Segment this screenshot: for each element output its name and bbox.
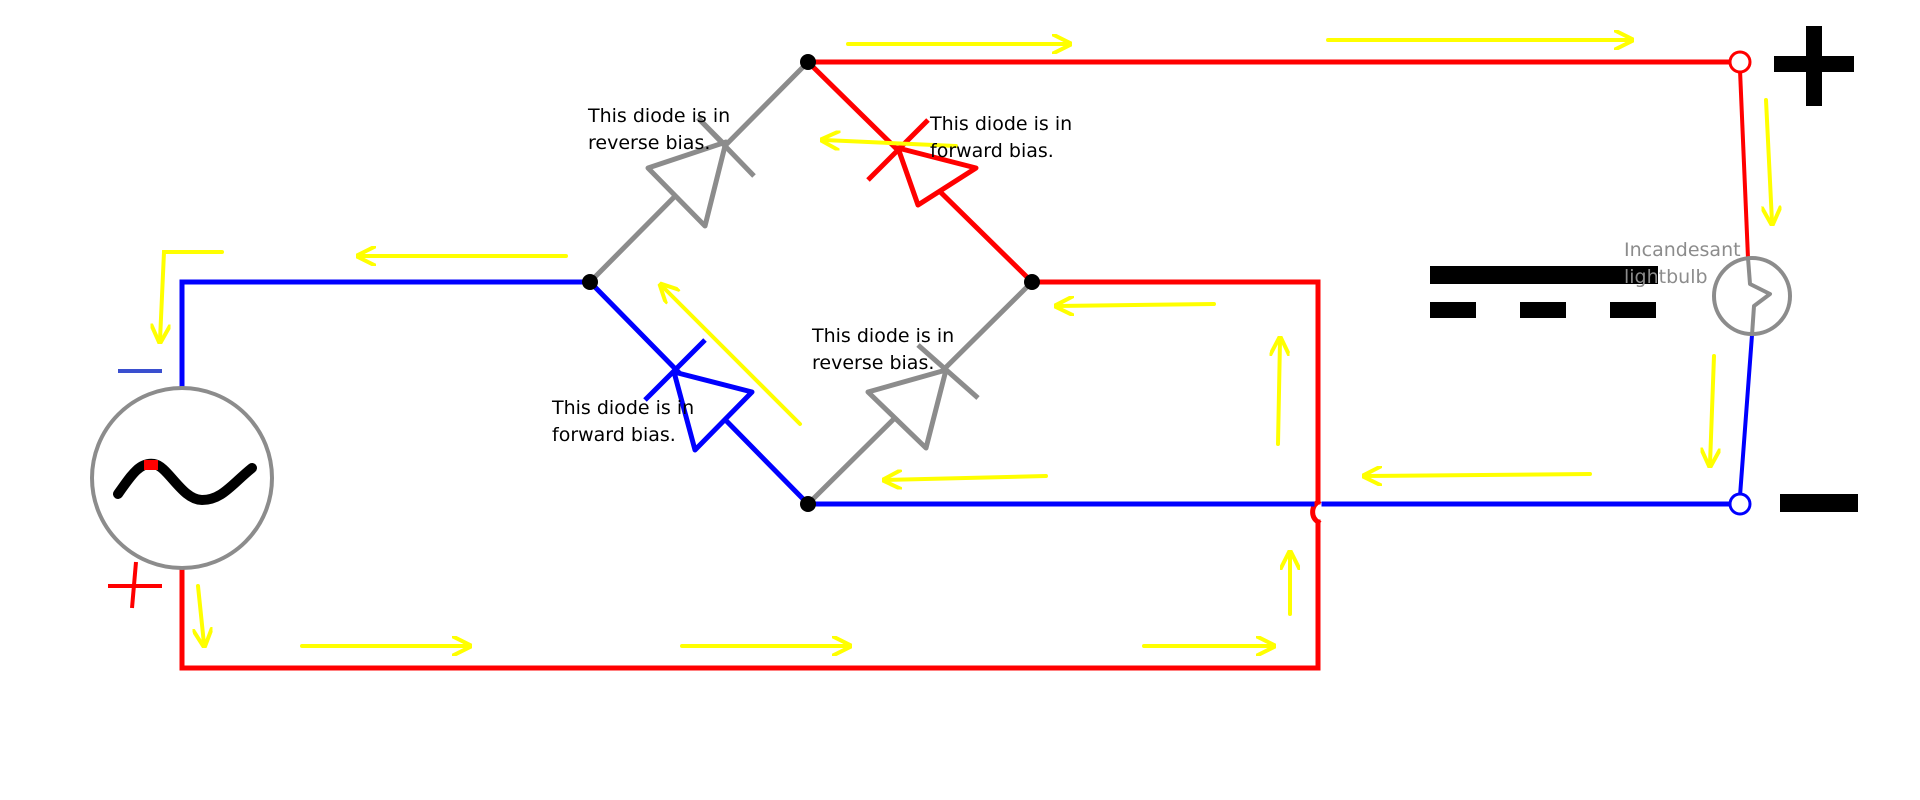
current-arrow: [824, 140, 958, 146]
label-diode-bottom-right: This diode is in reverse bias.: [811, 325, 960, 374]
plus-sign-icon: [1774, 26, 1854, 106]
label-diode-top-left: This diode is in reverse bias.: [587, 105, 736, 154]
sine-wave-marker: [144, 460, 158, 470]
filament-icon: [1746, 257, 1772, 336]
label-line: Incandesant: [1624, 239, 1741, 261]
labels: This diode is in reverse bias. This diod…: [551, 105, 1747, 446]
wire-left-negative: [179, 279, 593, 389]
diode-bottom-left: [643, 338, 755, 453]
current-arrow: [198, 584, 204, 644]
label-line: forward bias.: [552, 424, 676, 446]
ac-source: [90, 369, 274, 609]
label-line: forward bias.: [930, 140, 1054, 162]
diode-bottom-right: [865, 343, 980, 451]
ac-source-body: [90, 386, 274, 570]
label-line: This diode is in: [551, 397, 694, 419]
junction-bottom: [800, 496, 816, 512]
wire-bulb-positive-lead: [1737, 67, 1751, 261]
label-line: reverse bias.: [812, 352, 934, 374]
terminal-positive: [1728, 50, 1752, 74]
label-line: lightbulb: [1624, 266, 1708, 288]
dc-symbol-icon: [1430, 266, 1658, 318]
diode-top-left: [645, 116, 756, 229]
wire-bottom-positive: [179, 519, 1321, 671]
wires: [179, 59, 1755, 671]
sine-wave-icon: [113, 458, 257, 506]
label-line: This diode is in: [929, 113, 1072, 135]
minus-sign-icon: [1780, 494, 1858, 512]
label-line: reverse bias.: [588, 132, 710, 154]
ac-plus-icon: [108, 561, 162, 609]
label-line: This diode is in: [811, 325, 954, 347]
junctions: [582, 54, 1040, 512]
current-arrow: [1366, 474, 1592, 476]
current-arrow: [886, 476, 1048, 480]
wire-bulb-negative-lead: [1737, 332, 1755, 499]
lightbulb: [1712, 256, 1792, 336]
junction-top: [800, 54, 816, 70]
label-line: This diode is in: [587, 105, 730, 127]
current-arrow: [160, 250, 224, 340]
current-arrow: [1710, 354, 1714, 464]
junction-right: [1024, 274, 1040, 290]
label-lightbulb: Incandesant lightbulb: [1624, 239, 1747, 288]
label-diode-top-right: This diode is in forward bias.: [929, 113, 1078, 162]
wire-right-junction-positive: [1029, 279, 1321, 505]
current-arrow: [1278, 340, 1280, 446]
junction-left: [582, 274, 598, 290]
terminal-negative: [1728, 492, 1752, 516]
current-arrow: [1766, 98, 1772, 222]
current-arrow: [662, 286, 802, 426]
current-arrows: [160, 40, 1772, 646]
diode-top-right: [866, 118, 979, 208]
label-diode-bottom-left: This diode is in forward bias.: [551, 397, 700, 446]
current-arrow: [1058, 304, 1216, 306]
